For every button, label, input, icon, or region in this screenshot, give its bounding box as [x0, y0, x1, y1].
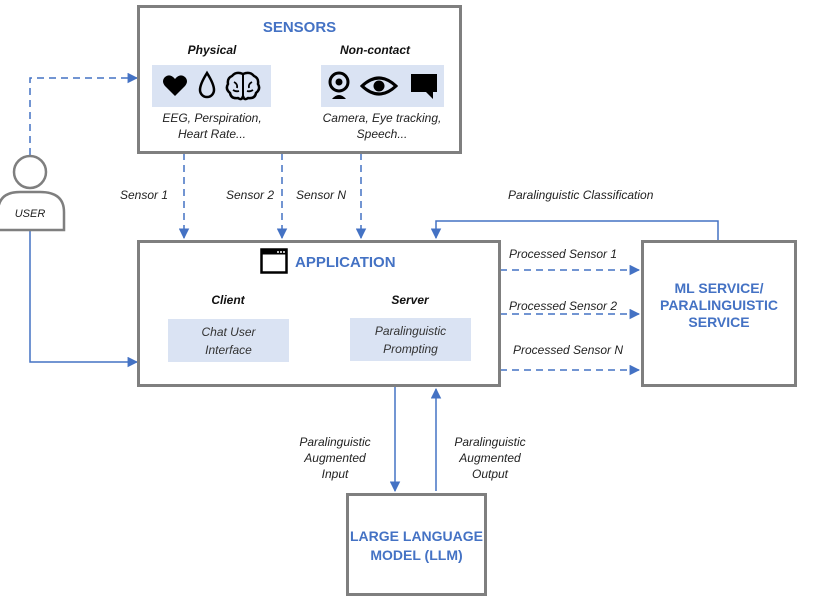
processed-sensor-2-label: Processed Sensor 2 — [509, 299, 618, 313]
user-label: USER — [14, 208, 46, 220]
user-to-application-arrow — [29, 230, 139, 368]
ml-service-line1: ML SERVICE/ — [674, 280, 764, 296]
prompting-panel — [350, 318, 471, 361]
llm-title-line2: MODEL (LLM) — [370, 547, 463, 563]
chat-ui-text: Chat User Interface — [168, 323, 289, 359]
client-title: Client — [211, 293, 245, 307]
noncontact-caption-line2: Speech... — [356, 127, 408, 141]
processed-sensor-n-label: Processed Sensor N — [513, 343, 624, 357]
webcam-icon — [328, 71, 350, 99]
sensor-n-label: Sensor N — [296, 188, 347, 202]
user-head-icon — [12, 154, 48, 190]
chat-ui-panel — [168, 319, 289, 362]
sensors-title: SENSORS — [262, 19, 337, 36]
physical-title: Physical — [187, 43, 237, 57]
app-window-icon — [260, 248, 288, 274]
sensor-2-label: Sensor 2 — [226, 188, 275, 202]
llm-title: LARGE LANGUAGE MODEL (LLM) — [346, 527, 487, 565]
augmented-output-line3: Output — [471, 467, 509, 481]
augmented-input-line2: Augmented — [304, 451, 366, 465]
augmented-input-line1: Paralinguistic — [299, 435, 371, 449]
ml-service-title: ML SERVICE/ PARALINGUISTIC SERVICE — [641, 280, 797, 331]
chat-ui-line2: Interface — [205, 343, 252, 357]
ml-service-line3: SERVICE — [688, 314, 750, 330]
classification-label: Paralinguistic Classification — [508, 188, 654, 202]
ml-service-box — [641, 240, 797, 387]
noncontact-caption: Camera, Eye tracking, Speech... — [312, 110, 452, 142]
ml-service-line2: PARALINGUISTIC — [660, 297, 778, 313]
application-box — [137, 240, 501, 387]
speech-bubble-icon — [411, 74, 437, 99]
user-body-icon — [0, 190, 66, 232]
physical-caption-line2: Heart Rate... — [177, 127, 247, 141]
augmented-input-label: Paralinguistic Augmented Input — [285, 434, 385, 482]
processed-sensor-1-label: Processed Sensor 1 — [509, 247, 618, 261]
llm-title-line1: LARGE LANGUAGE — [350, 528, 483, 544]
llm-box — [346, 493, 487, 596]
augmented-output-label: Paralinguistic Augmented Output — [440, 434, 540, 482]
physical-caption: EEG, Perspiration, Heart Rate... — [147, 110, 277, 142]
user-figure — [0, 154, 66, 232]
classification-arrow — [430, 220, 719, 240]
server-title: Server — [391, 293, 429, 307]
drop-icon — [198, 70, 216, 99]
heart-icon — [163, 75, 187, 96]
application-title: APPLICATION — [295, 254, 396, 271]
augmented-output-line2: Augmented — [459, 451, 521, 465]
augmented-output-line1: Paralinguistic — [454, 435, 526, 449]
prompting-line1: Paralinguistic — [374, 324, 447, 338]
eye-icon — [360, 76, 398, 96]
user-to-sensors-arrow — [29, 72, 139, 155]
chat-ui-line1: Chat User — [201, 325, 256, 339]
prompting-text: Paralinguistic Prompting — [350, 322, 471, 358]
noncontact-caption-line1: Camera, Eye tracking, — [322, 111, 442, 125]
noncontact-title: Non-contact — [340, 43, 410, 57]
physical-caption-line1: EEG, Perspiration, — [162, 111, 262, 125]
augmented-input-line3: Input — [321, 467, 349, 481]
sensor-1-label: Sensor 1 — [120, 188, 169, 202]
prompting-line2: Prompting — [383, 342, 438, 356]
brain-icon — [225, 71, 261, 101]
